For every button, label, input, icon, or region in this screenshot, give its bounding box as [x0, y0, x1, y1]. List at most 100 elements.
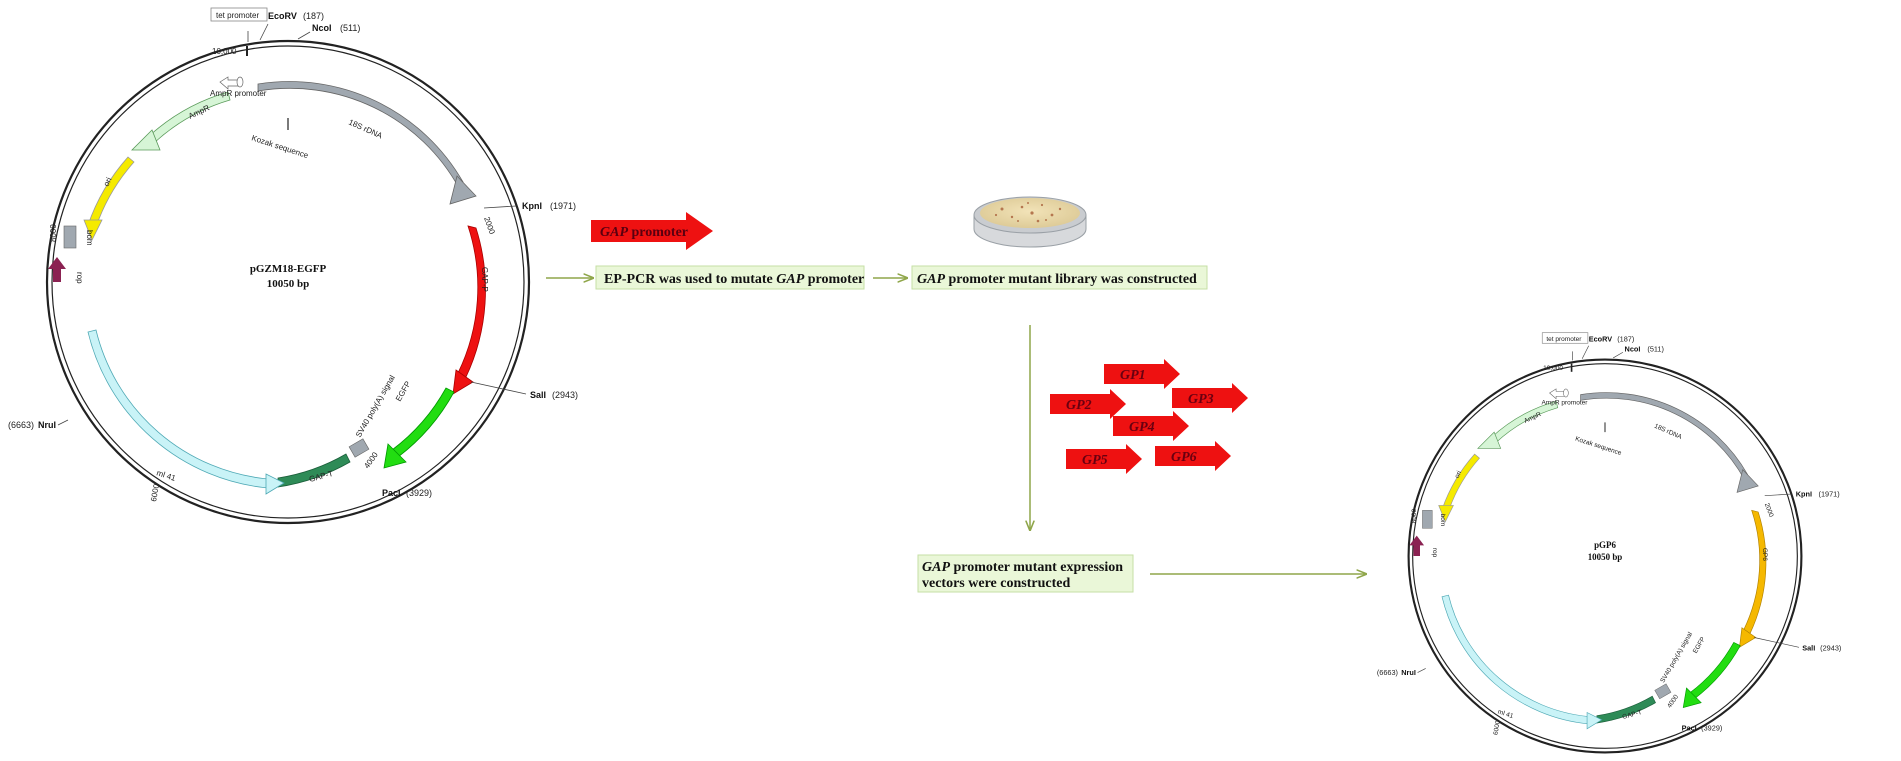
tet-promoter-label: tet promoter	[216, 11, 259, 20]
egfp-label: EGFP	[394, 380, 413, 403]
paci-position: (3929)	[406, 488, 432, 498]
sv40-label: SV40 poly(A) signal	[1659, 631, 1694, 685]
mutant-arrow-gp3: GP3	[1172, 383, 1248, 413]
plasmid-map-pgp6: 18S rDNA GP6 EGFP SV40 poly(A) signal GA…	[1377, 332, 1841, 754]
gap-promoter-arrow-label: GAP promoter	[600, 225, 688, 240]
ampr-arrow-head	[131, 129, 161, 151]
ncoi-site: NcoI	[312, 23, 332, 33]
gap-promoter-arrow: GAP promoter	[591, 212, 713, 250]
nrui-leader	[1417, 668, 1426, 673]
sali-leader	[1754, 637, 1800, 648]
gapt-arrow	[277, 453, 351, 488]
promoter-arrow-head	[452, 369, 474, 395]
rdna-arrow	[1580, 392, 1749, 481]
sv40-box	[348, 438, 370, 458]
mutant-label-gp4: GP4	[1129, 420, 1155, 435]
mutant-arrow-gp6: GP6	[1155, 441, 1231, 471]
plasmid-2-name: pGP6	[1594, 540, 1616, 550]
tick-8000-label: 8000	[1411, 509, 1418, 524]
mutant-label-gp3: GP3	[1188, 392, 1214, 407]
egfp-arrow-head	[383, 443, 407, 469]
step-1-text: EP-PCR was used to mutate GAP promoter	[604, 272, 864, 287]
ecorv-position: (187)	[303, 11, 324, 21]
ori-label: ori	[1454, 469, 1464, 479]
tick-4000-label: 4000	[1666, 693, 1680, 709]
ampr-promoter-label: AmpR promoter	[210, 89, 267, 98]
ncoi-position: (511)	[1647, 344, 1664, 353]
tick-6000-label: 6000	[149, 483, 161, 503]
step-3-line-2: vectors were constructed	[922, 576, 1070, 591]
mi41-arrow	[87, 329, 269, 489]
bom-label: bom	[1439, 514, 1446, 527]
step-box-library: GAP promoter mutant library was construc…	[911, 265, 1208, 290]
sv40-label: SV40 poly(A) signal	[354, 373, 397, 439]
plasmid-1-size: 10050 bp	[267, 278, 310, 290]
sv40-box	[1654, 683, 1672, 700]
rdna-label: 18S rDNA	[1653, 423, 1683, 442]
rdna-label: 18S rDNA	[347, 118, 384, 141]
nrui-position: (6663)	[1377, 668, 1398, 677]
mutant-label-gp2: GP2	[1066, 398, 1092, 413]
ecorv-site: EcoRV	[268, 11, 297, 21]
sali-position: (2943)	[552, 390, 578, 400]
backbone-outer-ring	[45, 39, 531, 525]
kpni-site: KpnI	[1796, 490, 1812, 499]
mi41-arrow-head	[1586, 711, 1603, 730]
ampr-promoter-arrow	[1549, 388, 1565, 400]
rdna-arrow-head	[449, 175, 477, 205]
ecorv-leader	[259, 23, 269, 41]
paci-site: PacI	[382, 488, 401, 498]
plasmid-map-pgzm18-egfp: 18S rDNA GAP-P EGFP SV40 poly(A) signal …	[8, 7, 578, 525]
mutant-arrow-gp5: GP5	[1066, 444, 1142, 474]
mutant-arrow-gp2: GP2	[1050, 389, 1126, 419]
ori-arrow-head	[1438, 505, 1454, 523]
backbone-outer-ring	[1407, 358, 1803, 754]
ampr-promoter-arrow	[219, 76, 239, 90]
kpni-position: (1971)	[550, 201, 576, 211]
bacterial-colonies	[994, 202, 1062, 223]
ori-label: ori	[102, 176, 114, 188]
mutant-arrow-gp1: GP1	[1104, 359, 1180, 389]
mi41-arrow	[1441, 594, 1590, 725]
mutant-arrows: GP1 GP2 GP3 GP4 GP5 GP6	[1050, 359, 1248, 474]
ampr-promoter-label: AmpR promoter	[1541, 399, 1588, 406]
kpni-site: KpnI	[522, 201, 542, 211]
bom-box	[1422, 510, 1433, 529]
kpni-leader	[483, 205, 517, 209]
ncoi-position: (511)	[340, 23, 360, 33]
nrui-site: NruI	[38, 420, 56, 430]
backbone-inner-ring	[51, 45, 525, 519]
paci-position: (3929)	[1701, 723, 1722, 732]
mutant-label-gp6: GP6	[1171, 450, 1197, 465]
petri-dish-icon	[973, 196, 1087, 248]
ncoi-leader	[297, 31, 311, 40]
nrui-site: NruI	[1401, 668, 1416, 677]
tick-10000-label: 10,000	[212, 47, 237, 56]
tet-promoter-box	[1541, 332, 1589, 344]
tet-promoter-mark	[1563, 388, 1569, 398]
backbone-inner-ring	[1412, 363, 1798, 749]
promoter-label: GAP-P	[480, 267, 489, 292]
sali-site: SalI	[1802, 644, 1815, 653]
rdna-arrow-head	[1736, 468, 1759, 493]
kpni-position: (1971)	[1819, 490, 1840, 499]
rop-label: rop	[75, 272, 84, 284]
tick-4000-label: 4000	[362, 450, 380, 470]
step-box-expression-vectors: GAP promoter mutant expression vectors w…	[917, 554, 1134, 593]
bom-box	[63, 225, 77, 249]
ori-arrow	[87, 156, 135, 228]
mutant-arrow-gp4: GP4	[1113, 411, 1189, 441]
ecorv-site: EcoRV	[1589, 335, 1613, 344]
tick-8000-label: 8000	[49, 224, 58, 242]
sali-leader	[470, 381, 527, 395]
mi41-label: ml 41	[1497, 709, 1515, 721]
sali-position: (2943)	[1820, 644, 1841, 653]
bom-label: bom	[85, 230, 94, 246]
ecorv-leader	[1581, 345, 1589, 359]
ori-arrow-head	[83, 219, 103, 241]
rop-arrow	[1409, 535, 1425, 556]
tet-promoter-box	[210, 7, 268, 22]
kozak-label: Kozak sequence	[1574, 436, 1622, 458]
ecorv-position: (187)	[1617, 335, 1634, 344]
